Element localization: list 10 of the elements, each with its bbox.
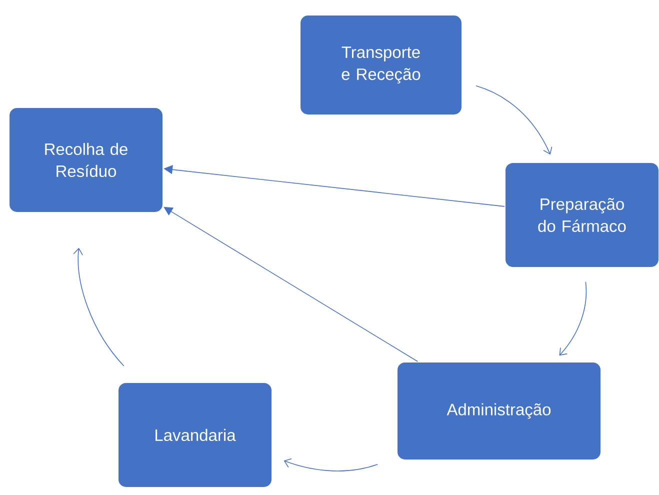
arrow	[164, 206, 418, 362]
arrow	[559, 281, 587, 356]
process-box: Recolha de Resíduo	[8, 107, 164, 213]
process-box: Lavandaria	[118, 382, 272, 488]
arrow	[284, 458, 378, 472]
arrow	[73, 248, 124, 366]
process-box: Transporte e Receção	[300, 14, 462, 116]
process-box: Administração	[396, 361, 602, 460]
process-box: Preparação do Fármaco	[504, 162, 659, 268]
arrow	[476, 85, 552, 155]
